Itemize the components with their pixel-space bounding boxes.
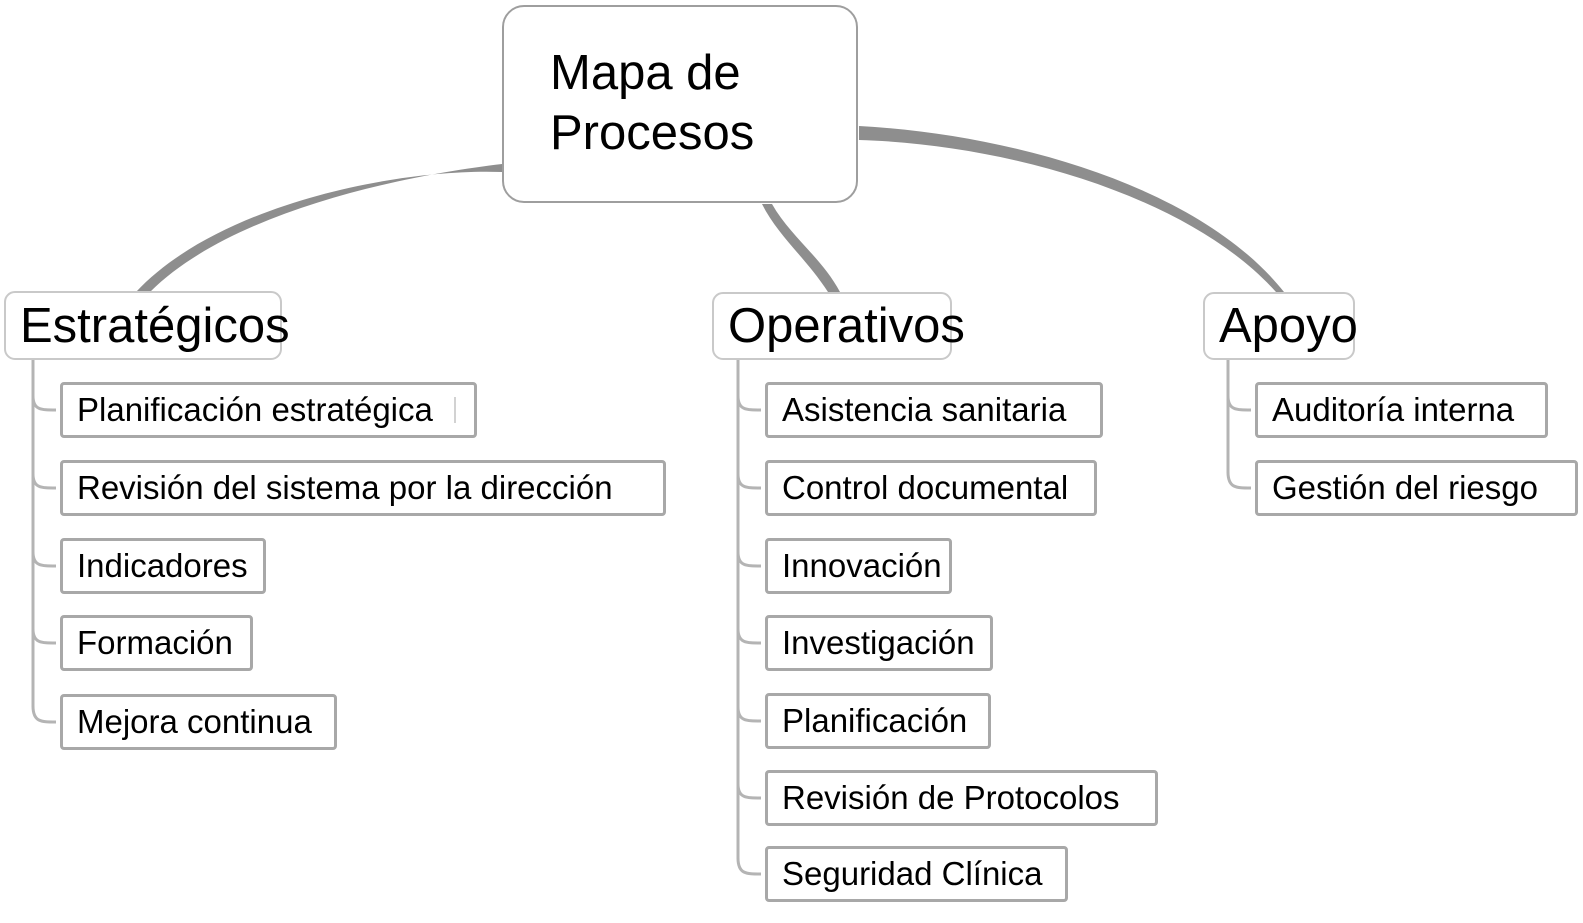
category-label-apoyo: Apoyo [1219, 299, 1358, 353]
leaf-node-gestion-del-riesgo[interactable]: Gestión del riesgo [1255, 460, 1578, 516]
connector-root-apoyo [859, 126, 1284, 292]
category-label-estrategicos: Estratégicos [20, 298, 290, 353]
category-label-operativos: Operativos [728, 299, 965, 353]
leaf-node-seguridad-clinica[interactable]: Seguridad Clínica [765, 846, 1068, 902]
leaf-node-revision-del-sistema[interactable]: Revisión del sistema por la dirección [60, 460, 666, 516]
connector-root-estrategicos [136, 164, 502, 292]
leaf-label: Mejora continua [77, 703, 312, 740]
leaf-label: Revisión del sistema por la dirección [77, 469, 613, 506]
leaf-node-planificacion[interactable]: Planificación [765, 693, 991, 749]
leaf-node-indicadores[interactable]: Indicadores [60, 538, 266, 594]
leaf-node-control-documental[interactable]: Control documental [765, 460, 1097, 516]
leaf-label: Auditoría interna [1272, 391, 1515, 428]
leaf-node-mejora-continua[interactable]: Mejora continua [60, 694, 337, 750]
root-node[interactable]: Mapa de Procesos [502, 5, 858, 203]
leaf-label: Investigación [782, 624, 975, 661]
leaf-label: Planificación estratégica [77, 391, 433, 428]
leaf-node-planificacion-estrategica[interactable]: Planificación estratégica [60, 382, 477, 438]
root-title-line2: Procesos [550, 106, 755, 160]
leaf-node-innovacion[interactable]: Innovación [765, 538, 952, 594]
connector-group-apoyo [1226, 360, 1252, 490]
leaf-label: Planificación [782, 702, 968, 739]
category-node-estrategicos[interactable]: Estratégicos [4, 291, 290, 360]
leaf-label: Seguridad Clínica [782, 855, 1043, 892]
leaf-node-auditoria-interna[interactable]: Auditoría interna [1255, 382, 1548, 438]
connector-root-operativos [762, 204, 840, 292]
leaf-node-asistencia-sanitaria[interactable]: Asistencia sanitaria [765, 382, 1103, 438]
leaf-label: Formación [77, 624, 233, 661]
leaf-label: Revisión de Protocolos [782, 779, 1120, 816]
leaf-node-revision-de-protocolos[interactable]: Revisión de Protocolos [765, 770, 1158, 826]
leaf-label: Control documental [782, 469, 1069, 506]
connector-group-operativos [736, 360, 762, 876]
category-node-operativos[interactable]: Operativos [712, 292, 965, 360]
leaf-label: Asistencia sanitaria [782, 391, 1067, 428]
category-node-apoyo[interactable]: Apoyo [1203, 292, 1358, 360]
leaf-node-investigacion[interactable]: Investigación [765, 615, 993, 671]
leaf-label: Innovación [782, 547, 942, 584]
connector-group-estrategicos [31, 360, 57, 724]
root-title-line1: Mapa de [550, 46, 741, 101]
leaf-label: Gestión del riesgo [1272, 469, 1538, 506]
leaf-label: Indicadores [77, 547, 248, 584]
leaf-node-formacion[interactable]: Formación [60, 615, 253, 671]
